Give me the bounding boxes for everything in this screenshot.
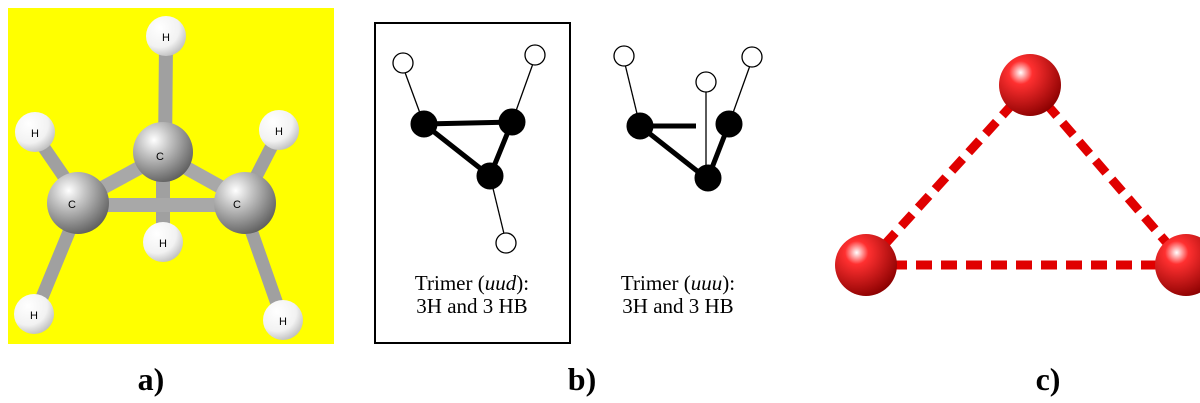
- uud-frame: [374, 22, 571, 344]
- uud-h-atom-1: [392, 52, 414, 74]
- uuu-caption-line2: 3H and 3 HB: [622, 294, 733, 318]
- uuu-h-atom-1: [613, 45, 635, 67]
- atom-h-bottom-right: H: [263, 300, 303, 340]
- atom-label-c-top: C: [156, 151, 164, 163]
- panel-label-a: a): [138, 361, 165, 397]
- hb-dash-right: [1026, 82, 1190, 268]
- uud-h-atom-2: [524, 44, 546, 66]
- panel-label-c: c): [1036, 361, 1061, 397]
- atom-label-c-left: C: [68, 199, 76, 211]
- oxygen-atom-left: [835, 234, 897, 296]
- atom-label-h-center: H: [159, 238, 167, 250]
- uud-h-atom-3: [495, 232, 517, 254]
- hb-dash-left: [862, 81, 1034, 269]
- atom-label-h-bottom-right: H: [279, 316, 287, 328]
- atom-label-h-top: H: [162, 32, 170, 44]
- uuu-hb-3: [638, 124, 708, 180]
- uud-skeleton: [392, 44, 546, 254]
- uuu-caption-line1: Trimer (uuu):: [621, 271, 735, 295]
- atom-label-c-right: C: [233, 199, 241, 211]
- uud-o-atom-1: [410, 110, 438, 138]
- uud-triangle: [421, 119, 515, 179]
- atom-label-h-bottom-left: H: [30, 310, 38, 322]
- atom-c-right: C: [214, 172, 276, 234]
- uuu-h-atom-2: [741, 46, 763, 68]
- uuu-o-atom-3: [694, 164, 722, 192]
- hydrogen-bond-dashes: [862, 81, 1190, 270]
- uuu-o-atom-1: [626, 112, 654, 140]
- uud-caption-line1: Trimer (uud):: [415, 271, 529, 295]
- atom-h-center: H: [143, 222, 183, 262]
- uud-o-atom-3: [476, 162, 504, 190]
- uud-caption-line2: 3H and 3 HB: [416, 294, 527, 318]
- oxygen-atom-top: [999, 54, 1061, 116]
- atom-label-h-right: H: [275, 126, 283, 138]
- uud-o-atom-2: [498, 108, 526, 136]
- atom-h-top: H: [146, 16, 186, 56]
- atom-h-bottom-left: H: [14, 294, 54, 334]
- atom-h-left: H: [15, 112, 55, 152]
- panel-label-b: b): [568, 361, 596, 397]
- uuu-h-atom-3: [695, 71, 717, 93]
- uuu-skeleton: [613, 45, 763, 192]
- atom-label-h-left: H: [31, 128, 39, 140]
- atom-c-top: C: [133, 122, 193, 182]
- panel-a: H H H H C C C H: [8, 8, 334, 397]
- atom-c-left: C: [47, 172, 109, 234]
- panel-c: c): [835, 54, 1200, 397]
- oxygen-atom-right: [1155, 234, 1200, 296]
- atom-h-right: H: [259, 110, 299, 150]
- uuu-o-atom-2: [715, 110, 743, 138]
- panel-b: Trimer (uud): 3H and 3 HB Trimer (uuu): …: [374, 22, 763, 397]
